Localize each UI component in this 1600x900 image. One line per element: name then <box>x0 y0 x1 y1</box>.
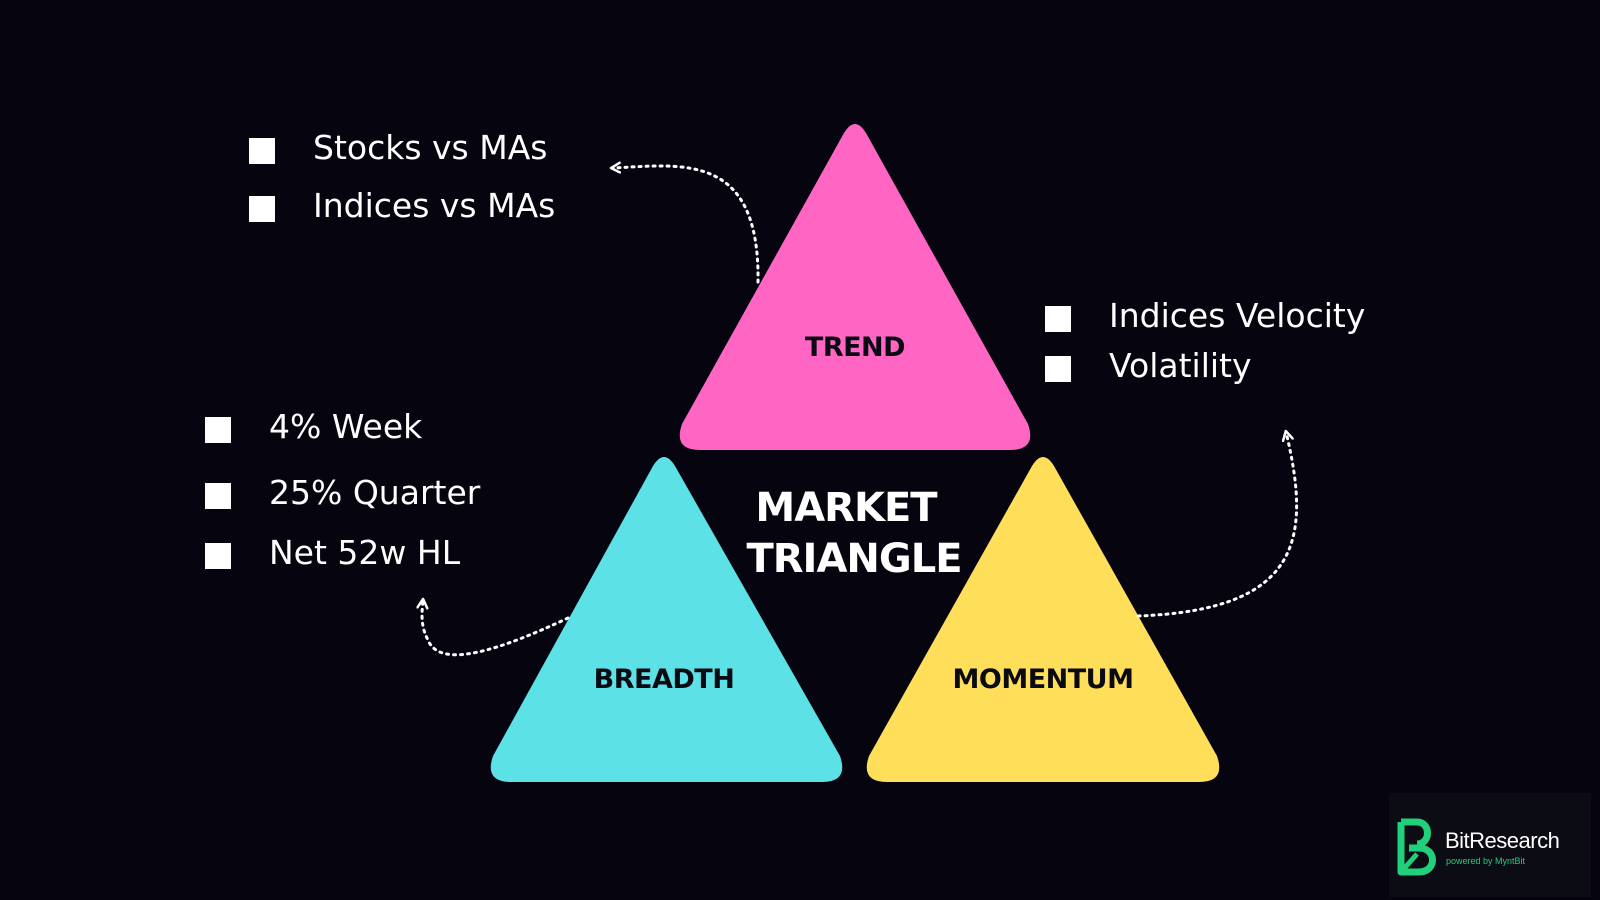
bullet-square-icon <box>205 543 231 569</box>
list-item-text: 25% Quarter <box>269 473 481 512</box>
list-item-text: Volatility <box>1109 346 1252 385</box>
bullet-square-icon <box>1045 306 1071 332</box>
bullet-square-icon <box>205 417 231 443</box>
list-item: Volatility <box>1045 346 1365 386</box>
list-item-text: 4% Week <box>269 407 423 446</box>
bullet-square-icon <box>1045 356 1071 382</box>
bullet-square-icon <box>249 138 275 164</box>
trend-indicators-list: Stocks vs MAs Indices vs MAs <box>249 128 555 244</box>
list-item: Indices Velocity <box>1045 296 1365 336</box>
bitresearch-logo: BitResearch powered by MyntBit <box>1389 793 1591 897</box>
list-item: 4% Week <box>205 407 480 447</box>
list-item-text: Net 52w HL <box>269 533 461 572</box>
bullet-square-icon <box>205 483 231 509</box>
trend-label: TREND <box>805 332 905 363</box>
momentum-indicators-list: Indices Velocity Volatility <box>1045 296 1365 396</box>
breadth-indicators-list: 4% Week 25% Quarter Net 52w HL <box>205 407 480 573</box>
breadth-triangle <box>490 457 843 782</box>
breadth-label: BREADTH <box>594 664 735 695</box>
trend-triangle <box>679 124 1031 450</box>
center-title-line1: MARKET <box>755 485 938 531</box>
bullet-square-icon <box>249 196 275 222</box>
momentum-arrow <box>1136 432 1299 618</box>
breadth-arrow <box>422 600 570 657</box>
list-item: Indices vs MAs <box>249 186 555 226</box>
bitresearch-logo-icon <box>1397 818 1436 876</box>
trend-arrow <box>612 166 760 284</box>
list-item: Net 52w HL <box>205 533 480 573</box>
list-item: Stocks vs MAs <box>249 128 555 168</box>
list-item-text: Indices Velocity <box>1109 296 1366 335</box>
list-item-text: Indices vs MAs <box>313 186 556 225</box>
center-title-line2: TRIANGLE <box>746 536 961 582</box>
list-item-text: Stocks vs MAs <box>313 128 548 167</box>
brand-name: BitResearch <box>1445 828 1560 853</box>
brand-tagline: powered by MyntBit <box>1446 856 1526 866</box>
list-item: 25% Quarter <box>205 473 480 513</box>
momentum-label: MOMENTUM <box>953 664 1134 695</box>
momentum-triangle <box>866 457 1220 782</box>
